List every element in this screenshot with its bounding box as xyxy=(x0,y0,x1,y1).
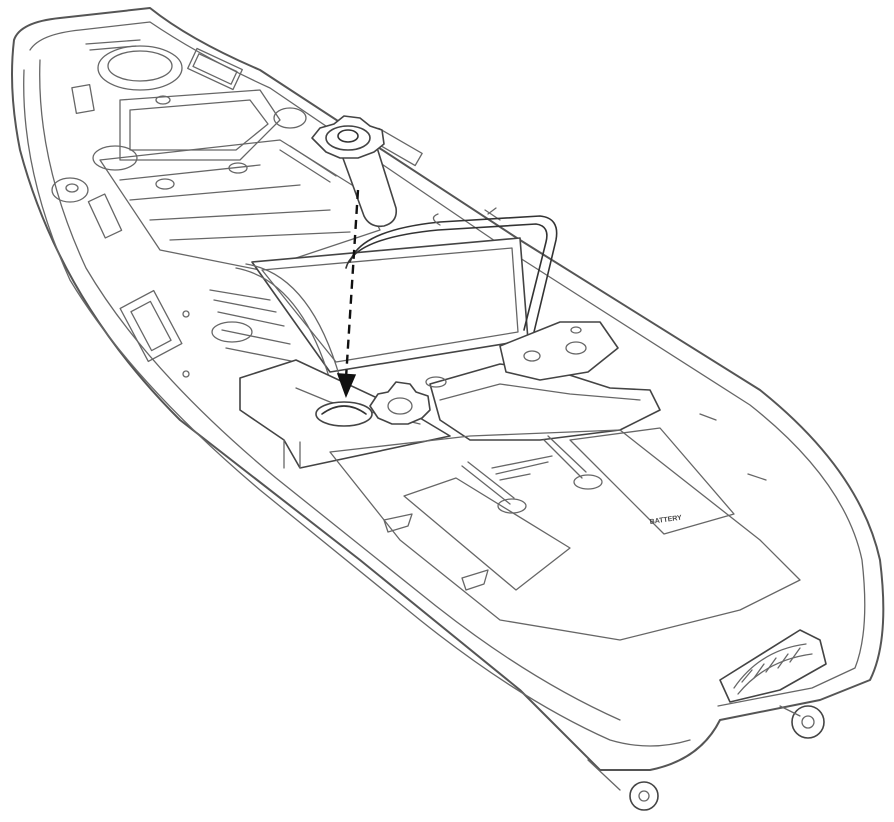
side-handle xyxy=(119,289,190,378)
arrow-down-icon xyxy=(336,189,360,399)
rear-deck: BATTERY xyxy=(329,413,801,641)
rod-holder-collar-mounted xyxy=(369,381,431,425)
rod-holder-mount-hole xyxy=(315,401,373,427)
center-console xyxy=(239,321,661,469)
stern xyxy=(587,629,827,811)
battery-label: BATTERY xyxy=(649,515,682,526)
stern-wheel-right xyxy=(791,705,825,739)
rod-holder-icon xyxy=(311,115,398,228)
rod-holder-tube xyxy=(339,137,398,228)
battery-panel xyxy=(569,427,735,535)
bow-deck xyxy=(51,39,281,239)
stern-wheel-left xyxy=(629,781,659,811)
kayak-seat xyxy=(209,213,558,381)
front-deck xyxy=(99,107,501,271)
